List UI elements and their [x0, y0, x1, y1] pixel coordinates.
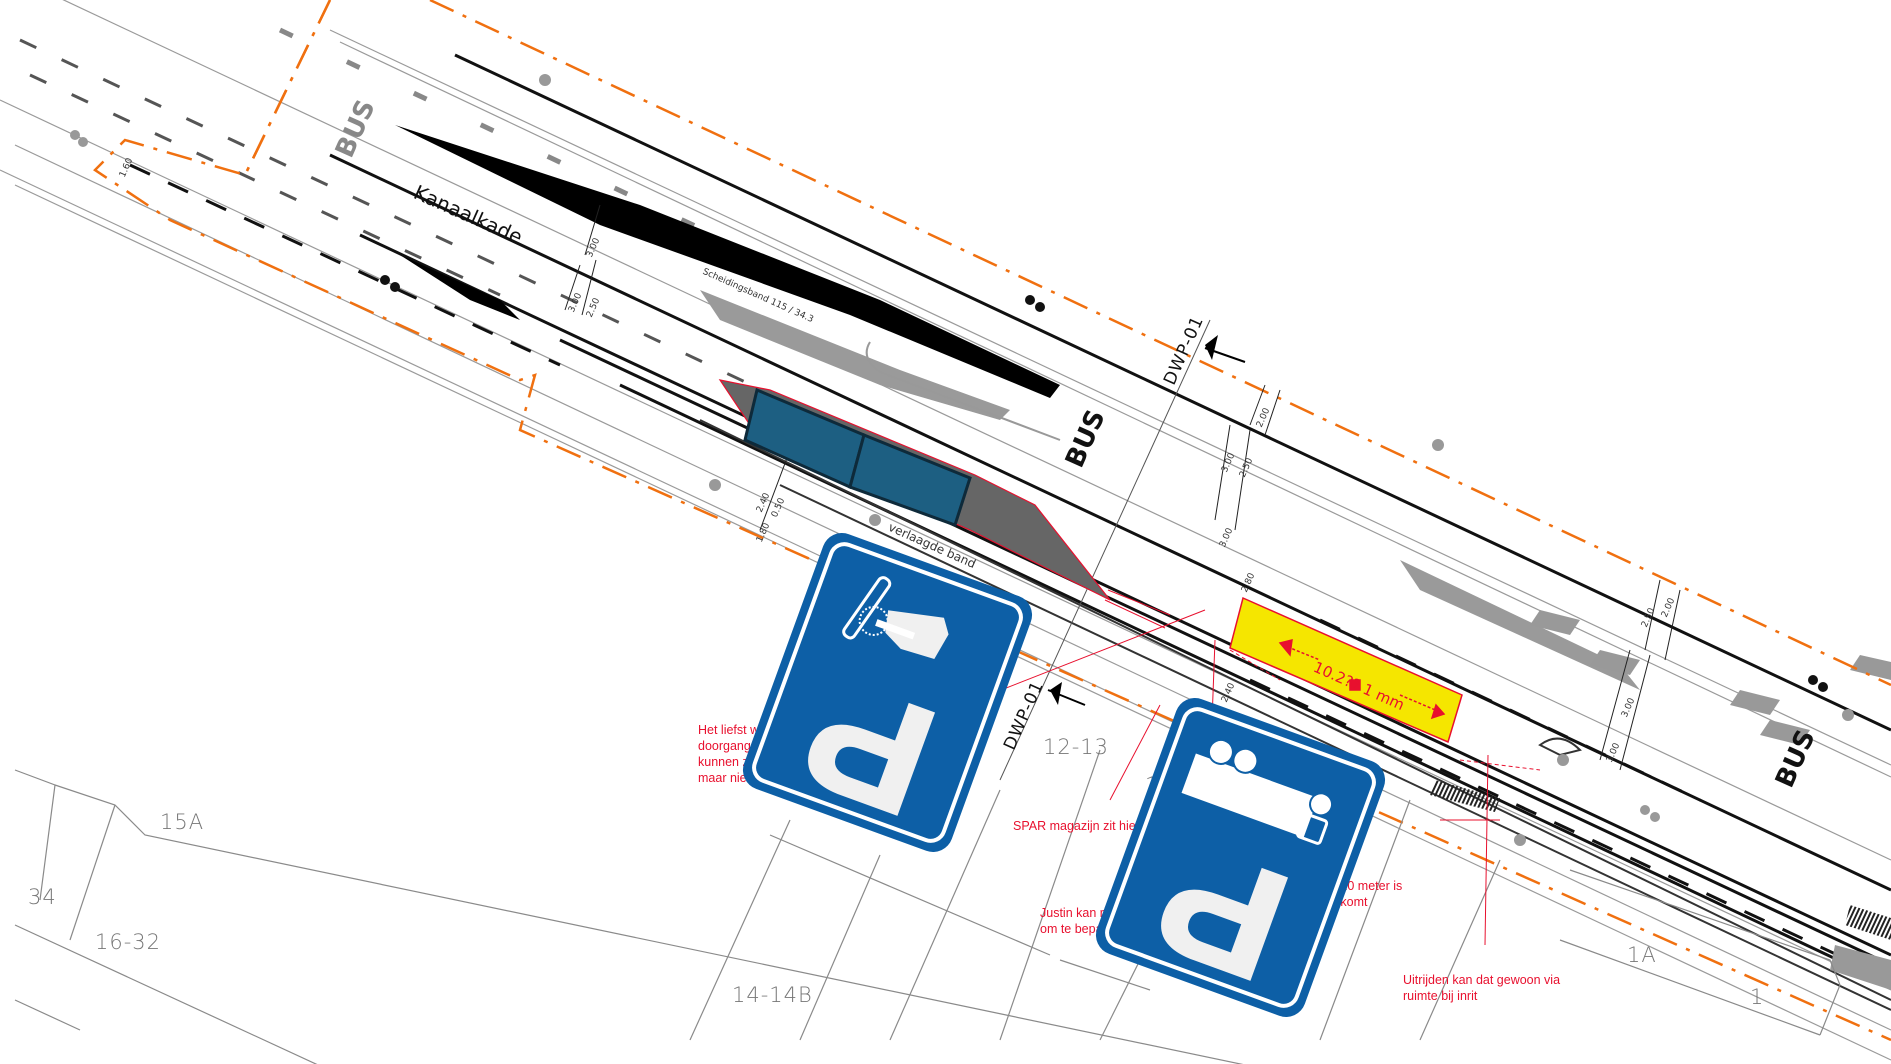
house-number-1: 1	[1750, 985, 1765, 1009]
median-taper-upper	[395, 125, 1060, 398]
annotation-line: SPAR magazijn zit hier	[1013, 819, 1140, 833]
house-number-14-14b: 14-14B	[732, 983, 813, 1007]
house-number-1a: 1A	[1627, 943, 1657, 967]
annotation-justin: Justin kan rije om te bepale	[1040, 905, 1116, 937]
annotation-line: Uitrijden kan dat gewoon via	[1403, 973, 1561, 987]
house-number-34: 34	[28, 885, 57, 909]
parking-bays	[743, 387, 972, 527]
annotation-exit: Uitrijden kan dat gewoon via ruimte bij …	[1403, 972, 1560, 1004]
bicycle-icons	[380, 275, 1828, 692]
annotation-line: maar nie	[698, 771, 747, 785]
annotation-passage: Het liefst wil doorgang v kunnen zo maar…	[698, 722, 765, 786]
annotation-spar-warehouse: SPAR magazijn zit hier	[1013, 818, 1140, 834]
parking-loading-sign	[1088, 690, 1393, 1025]
project-boundary	[93, 0, 1891, 1042]
house-number-16-32: 16-32	[95, 930, 162, 954]
loading-zone-highlight	[1229, 596, 1463, 744]
annotation-line: kunnen zo	[698, 755, 756, 769]
house-number-12-13: 12-13	[1043, 735, 1110, 759]
median-taper-lower	[400, 255, 520, 320]
annotation-line: om te bepale	[1040, 922, 1113, 936]
annotation-line: Het liefst wil	[698, 723, 765, 737]
loading-vehicle-icon	[1181, 738, 1334, 845]
hand-ticket-icon	[842, 576, 949, 659]
parking-disc-sign	[735, 525, 1040, 860]
parking-p-icon	[1161, 867, 1289, 981]
house-number-15a: 15A	[160, 810, 205, 834]
parking-p-icon	[808, 702, 936, 816]
annotation-line: ruimte bij inrit	[1403, 989, 1478, 1003]
grey-median-island	[700, 290, 1010, 420]
annotation-line: Justin kan rije	[1040, 906, 1117, 920]
annotation-line: doorgang v	[698, 739, 761, 753]
